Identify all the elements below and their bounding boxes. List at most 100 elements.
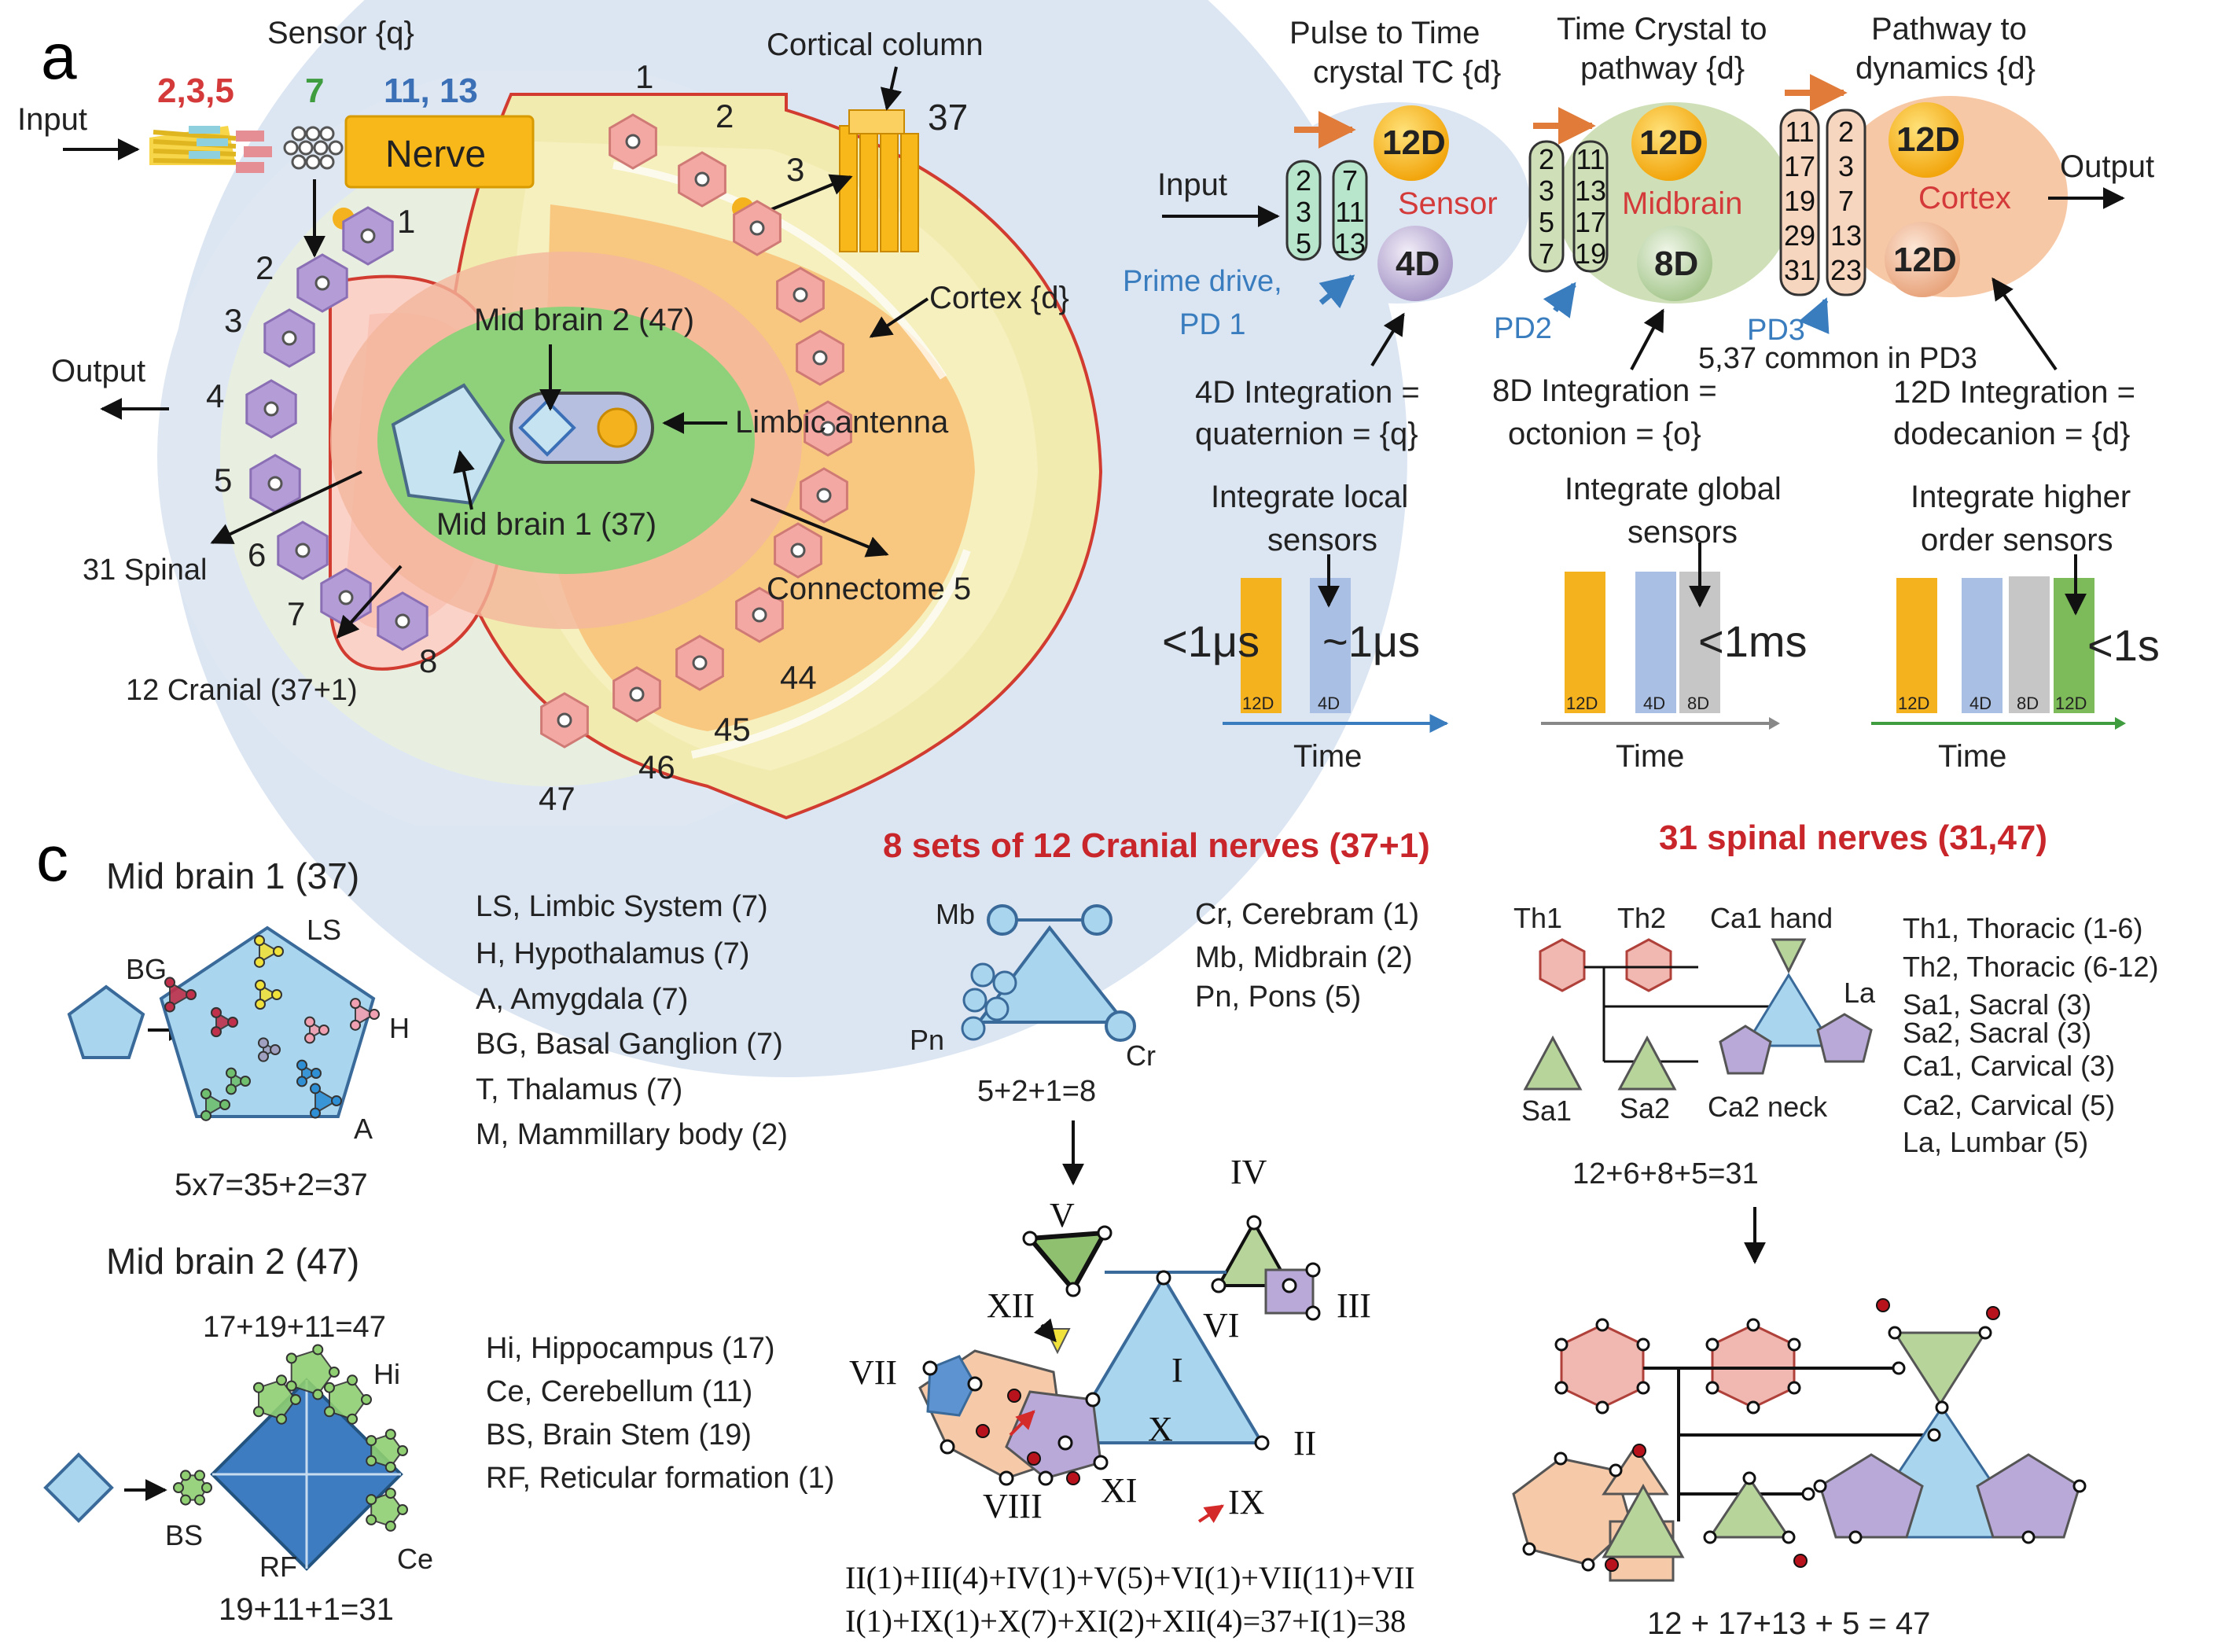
spinal-node <box>1554 1381 1569 1395</box>
mb2-title: Mid brain 2 (47) <box>106 1241 359 1282</box>
spinal-node <box>2072 1479 2087 1493</box>
spinal-node <box>1935 1400 1949 1415</box>
right-num-45: 45 <box>714 711 751 748</box>
prime-number-col1a: 5 <box>1296 227 1311 259</box>
spinal-node <box>1742 1471 1756 1485</box>
time-axis-1: Time <box>1293 739 1362 774</box>
right-num-2: 2 <box>715 98 734 134</box>
d12-cortex-top: 12D <box>1896 120 1960 159</box>
prime-number-col1b: 11 <box>1335 196 1364 228</box>
spinal-node <box>1636 1337 1650 1352</box>
cortex-hexagon <box>796 329 844 386</box>
spinal-label-a: 31 Spinal <box>83 554 207 587</box>
spinal-node <box>1554 1451 1568 1466</box>
mb2-label-bs: BS <box>165 1519 203 1551</box>
prime-group-1: 2,3,5 <box>157 72 234 110</box>
d12-sensor: 12D <box>1382 123 1446 162</box>
mb1-clusters <box>164 935 380 1121</box>
left-num-2: 2 <box>256 249 274 286</box>
sensor-hexagon <box>296 253 348 313</box>
roman-vii: VII <box>849 1353 897 1392</box>
left-num-6: 6 <box>248 536 266 573</box>
bar-label-8d-g2: 8D <box>1687 694 1709 713</box>
cortex-hexagon <box>733 200 782 256</box>
higher-l1: Integrate higher <box>1911 480 2131 514</box>
mb2-clusters <box>173 1344 408 1532</box>
stage3-title-l1: Pathway to <box>1871 12 2027 46</box>
integ4-l1: 4D Integration = <box>1195 375 1420 410</box>
mb1-title: Mid brain 1 (37) <box>106 855 359 896</box>
cranial-node-red <box>1066 1471 1080 1485</box>
prime-group-2: 7 <box>305 72 324 110</box>
limbic-antenna-label: Limbic antenna <box>735 405 949 440</box>
roman-x: X <box>1148 1410 1173 1448</box>
mb1-label-a: A <box>354 1113 373 1145</box>
cranial-small-cr: Cr <box>1126 1039 1156 1072</box>
prime-number-col3a: 17 <box>1784 150 1815 182</box>
cranial-node <box>1254 1435 1270 1451</box>
cortex-hexagon <box>678 151 726 208</box>
spinal-node <box>1609 1463 1623 1477</box>
left-num-3: 3 <box>224 302 242 339</box>
cranial-sum-l2: I(1)+IX(1)+X(7)+XI(2)+XII(4)=37+I(1)=38 <box>845 1603 1406 1639</box>
cortex-hexagon <box>804 400 852 457</box>
prime-number-col1a: 2 <box>1296 164 1311 197</box>
panel-label-c: c <box>36 823 68 895</box>
timing-group-2 <box>1541 543 1780 730</box>
higher-l2: order sensors <box>1921 523 2113 557</box>
legend1-0: LS, Limbic System (7) <box>476 890 768 923</box>
legend1-5: M, Mammillary body (2) <box>476 1118 788 1151</box>
spinal-node <box>1705 1381 1719 1395</box>
prime-number-col2a: 3 <box>1539 175 1554 207</box>
spinal-node <box>1892 1361 1906 1375</box>
legend1-2: A, Amygdala (7) <box>476 983 688 1016</box>
prime-number-col3b: 7 <box>1838 185 1854 217</box>
mid-brain-1-label: Mid brain 1 (37) <box>436 507 656 542</box>
spinal-ca1: Ca1 hand <box>1710 902 1833 934</box>
sensor-hexagon <box>277 521 329 580</box>
output-label-b: Output <box>2060 149 2154 184</box>
sensor-hexagon <box>342 206 394 266</box>
cranial-node <box>1057 1435 1073 1451</box>
time-approx-1us: ~1μs <box>1322 616 1420 666</box>
legend1-3: BG, Basal Ganglion (7) <box>476 1028 783 1061</box>
global-l1: Integrate global <box>1565 472 1782 506</box>
cranial-small-mb: Mb <box>936 898 975 930</box>
local-l1: Integrate local <box>1211 480 1408 514</box>
spinal-node <box>1746 1318 1760 1332</box>
h-cluster <box>350 998 380 1031</box>
right-num-1: 1 <box>635 58 653 95</box>
prime-number-col2b: 19 <box>1575 237 1606 270</box>
connectome-label: Connectome 5 <box>767 572 971 606</box>
pd2-label: PD2 <box>1494 312 1552 345</box>
ce-cluster <box>366 1488 408 1532</box>
time-axis-2: Time <box>1616 739 1684 774</box>
cortex-hexagon <box>735 587 784 643</box>
a-cluster <box>310 1083 342 1119</box>
bar-label-4d-g2: 4D <box>1643 694 1665 713</box>
sensor-hexagon <box>263 308 315 368</box>
legend2-2: BS, Brain Stem (19) <box>486 1418 752 1451</box>
right-num-46: 46 <box>638 749 675 786</box>
sensor-hexagon <box>249 454 301 513</box>
input-label-b: Input <box>1157 167 1227 202</box>
prime-number-col1b: 7 <box>1342 164 1358 197</box>
d8-midbrain: 8D <box>1654 245 1698 283</box>
hi-cluster <box>285 1344 340 1400</box>
nerve-label: Nerve <box>385 134 486 175</box>
spinal-node <box>1848 1530 1863 1544</box>
timing-group-1 <box>1223 554 1449 733</box>
spinal-node <box>1703 1530 1717 1544</box>
spinal-node-red <box>1605 1558 1619 1572</box>
left-num-5: 5 <box>214 462 232 499</box>
spinal-th2: Th2 <box>1617 902 1666 934</box>
cortex-hexagons <box>540 113 852 749</box>
ls-cluster <box>254 935 284 968</box>
spinal-sa1: Sa1 <box>1521 1095 1572 1127</box>
d4-sensor: 4D <box>1396 245 1440 283</box>
spinal-node-red <box>1876 1298 1890 1312</box>
mb2-formula: 19+11+1=31 <box>219 1592 394 1627</box>
prime-number-col3b: 3 <box>1838 150 1854 182</box>
cranial-title: 8 sets of 12 Cranial nerves (37+1) <box>883 826 1430 865</box>
m-cluster <box>200 1088 230 1121</box>
